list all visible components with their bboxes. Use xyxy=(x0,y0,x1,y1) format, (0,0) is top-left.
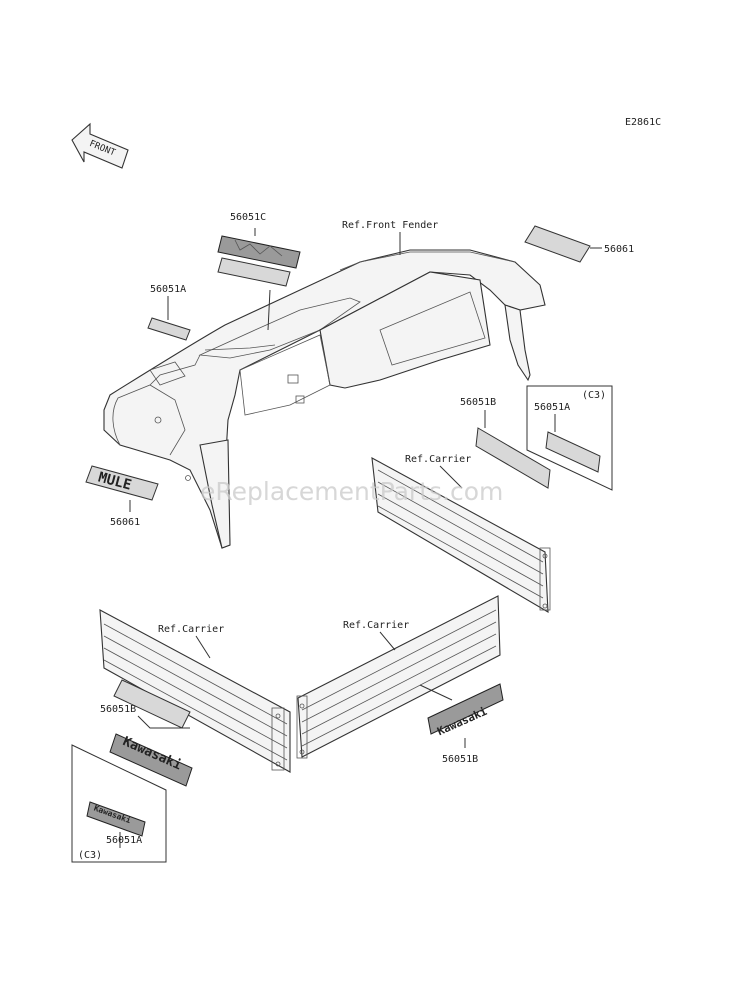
part-56051A-top-label: 56051A xyxy=(150,284,186,295)
part-56051A-box-right-label: 56051A xyxy=(534,402,570,413)
part-56051B-center-label: 56051B xyxy=(442,754,478,765)
carrier-right xyxy=(371,457,551,613)
part-56051A-box-left-label: 56051A xyxy=(106,835,142,846)
front-arrow-icon: FRONT xyxy=(71,122,129,169)
part-56051C-label: 56051C xyxy=(230,212,266,223)
decal-kawasaki-left: Kawasaki xyxy=(109,733,193,787)
option-box-left-note: (C3) xyxy=(78,850,102,861)
ref-front-fender-label: Ref.Front Fender xyxy=(342,220,438,231)
ref-carrier-left-label: Ref.Carrier xyxy=(158,624,224,635)
decal-56061-top xyxy=(524,225,591,263)
option-box-right xyxy=(526,385,613,491)
carrier-left xyxy=(99,609,291,773)
decal-56051B-right xyxy=(475,427,551,489)
carrier-center xyxy=(296,595,501,759)
decal-56061-mule: MULE xyxy=(85,465,159,501)
ref-carrier-right-label: Ref.Carrier xyxy=(405,454,471,465)
part-56061-bottom-label: 56061 xyxy=(110,517,140,528)
part-56051B-right-label: 56051B xyxy=(460,397,496,408)
figure-id: E2861C xyxy=(625,117,661,128)
decal-kawasaki-center: Kawasaki xyxy=(427,683,504,738)
decal-56051A-top xyxy=(147,317,191,341)
option-box-right-note: (C3) xyxy=(582,390,606,401)
watermark: eReplacementParts.com xyxy=(200,477,503,506)
part-56051B-left-label: 56051B xyxy=(100,704,136,715)
ref-carrier-center-label: Ref.Carrier xyxy=(343,620,409,631)
decal-56051C xyxy=(217,235,301,287)
front-fender xyxy=(103,249,546,549)
part-56061-top-label: 56061 xyxy=(604,244,634,255)
